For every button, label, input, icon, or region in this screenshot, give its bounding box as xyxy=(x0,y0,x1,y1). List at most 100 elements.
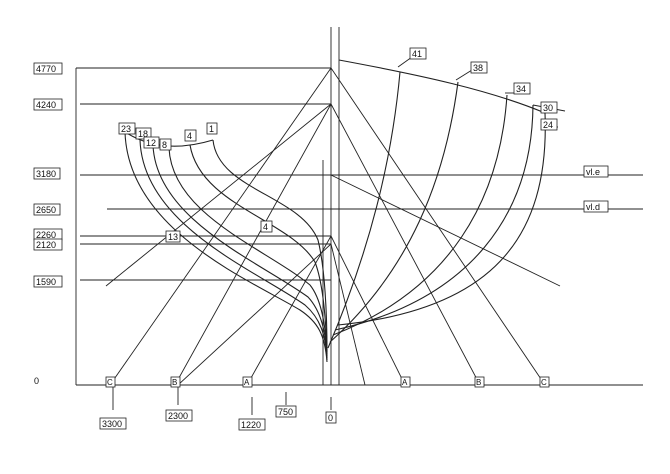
height-label: 4770 xyxy=(36,64,56,74)
mark-label: 4 xyxy=(263,222,268,232)
station-label: 4 xyxy=(187,131,192,141)
height-label: 0 xyxy=(34,376,39,386)
grid-lines xyxy=(75,27,643,386)
offset-label-box xyxy=(325,411,337,424)
offset-label-box xyxy=(99,417,127,430)
extra-marks: 4 13 xyxy=(165,220,273,243)
section-curve-4 xyxy=(189,144,328,355)
buttock-mark: C xyxy=(541,378,547,387)
mark-box xyxy=(260,220,273,233)
diagonal xyxy=(330,235,406,386)
station-label: 34 xyxy=(516,84,526,94)
buttock-mark: A xyxy=(402,378,408,387)
buttock-mark-box xyxy=(170,376,181,388)
waterline-tag: vl.d xyxy=(586,202,600,212)
station-label-box xyxy=(159,138,172,151)
diagonals xyxy=(105,67,561,386)
section-curve-30 xyxy=(334,104,534,331)
section-curve-38 xyxy=(329,81,459,343)
offset-label: 750 xyxy=(278,407,293,417)
waterline-tag-box xyxy=(583,165,609,178)
station-label: 23 xyxy=(121,124,131,134)
buttock-mark-box xyxy=(474,376,485,388)
buttock-mark: B xyxy=(172,378,177,387)
offset-label-box xyxy=(238,418,266,431)
station-label: 8 xyxy=(162,140,167,150)
station-label: 30 xyxy=(543,103,553,113)
height-label-box xyxy=(33,167,61,180)
offset-label: 1220 xyxy=(241,420,261,430)
buttock-mark: B xyxy=(476,378,481,387)
height-label: 2260 xyxy=(36,230,56,240)
section-curve-24 xyxy=(337,112,546,326)
station-label: 41 xyxy=(412,49,422,59)
offset-label: 3300 xyxy=(102,419,122,429)
station-label-box xyxy=(513,82,531,95)
diagonal xyxy=(246,235,332,386)
height-label-box xyxy=(33,238,63,251)
diagonal xyxy=(330,174,561,287)
height-label: 4240 xyxy=(36,100,56,110)
diagonal xyxy=(330,103,481,386)
station-label-box xyxy=(118,122,136,135)
leader-38 xyxy=(455,69,473,81)
station-label: 18 xyxy=(138,129,148,139)
height-label: 2650 xyxy=(36,205,56,215)
section-curve-8 xyxy=(168,147,328,357)
offset-labels: 3300 2300 1220 750 0 xyxy=(99,405,337,431)
diagonal xyxy=(105,103,332,287)
station-label: 38 xyxy=(473,63,483,73)
height-label-box xyxy=(33,275,63,288)
height-label: 2120 xyxy=(36,240,56,250)
section-curve-1 xyxy=(212,139,328,353)
station-label: 24 xyxy=(543,120,553,130)
station-label-box xyxy=(540,118,558,131)
mark-label: 13 xyxy=(168,232,178,242)
height-label: 1590 xyxy=(36,277,56,287)
aft-sections xyxy=(124,131,328,363)
offset-label-box xyxy=(275,405,297,418)
buttock-mark: C xyxy=(107,378,113,387)
diagonal xyxy=(109,67,332,386)
station-label-box xyxy=(409,47,427,60)
offset-label: 2300 xyxy=(168,411,188,421)
waterline-tag-box xyxy=(583,200,609,213)
station-label-box xyxy=(206,122,218,135)
station-label-box xyxy=(143,136,160,149)
waterline-tags: vl.e vl.d xyxy=(583,165,609,213)
height-label: 3180 xyxy=(36,169,56,179)
buttock-mark-box xyxy=(400,376,411,388)
station-label-box xyxy=(184,129,197,142)
height-label-box xyxy=(33,203,61,216)
height-label-box xyxy=(33,98,63,111)
diagonal xyxy=(177,243,332,386)
section-curve-34 xyxy=(332,94,508,336)
height-label-box xyxy=(33,62,63,75)
buttock-mark: A xyxy=(244,378,250,387)
offset-label-box xyxy=(165,409,193,422)
aft-station-labels: 23 18 12 8 4 1 xyxy=(118,122,218,151)
station-label: 1 xyxy=(209,124,214,134)
station-label-box xyxy=(470,61,488,74)
diagonal xyxy=(330,243,366,386)
buttock-mark-box xyxy=(539,376,550,388)
section-curve-23 xyxy=(124,131,328,363)
mark-box xyxy=(165,230,181,243)
section-curve-41 xyxy=(327,71,401,349)
offset-label: 0 xyxy=(328,413,333,423)
waterline-tag: vl.e xyxy=(586,167,600,177)
section-curve-12 xyxy=(152,144,328,359)
sheer-line xyxy=(338,59,546,114)
station-label-box xyxy=(135,127,152,140)
fwd-sections xyxy=(327,59,546,349)
buttock-mark-box xyxy=(105,376,116,388)
station-label: 12 xyxy=(146,138,156,148)
buttock-mark-box xyxy=(242,376,253,388)
station-label-box xyxy=(540,101,558,114)
height-labels: 4770 4240 3180 2650 2260 2120 1590 0 xyxy=(33,62,63,386)
fwd-station-labels: 41 38 34 30 24 xyxy=(409,47,558,131)
buttock-marks: C B A A B C xyxy=(105,376,550,388)
diagonal xyxy=(174,103,332,386)
